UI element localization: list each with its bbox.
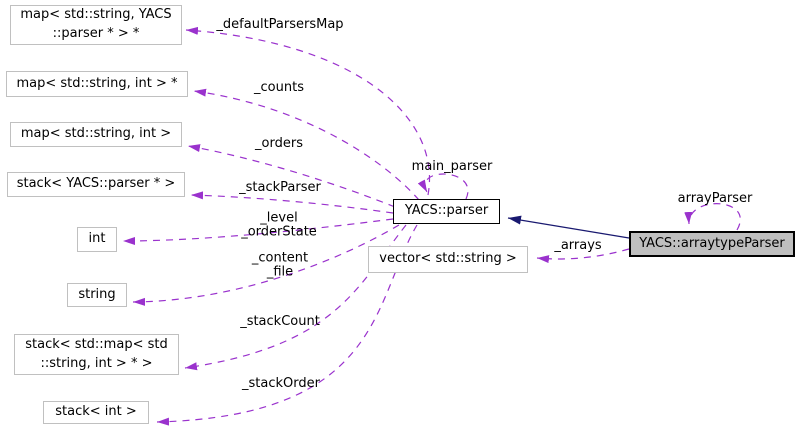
node-int[interactable]: int [77, 227, 117, 252]
edge-label-default-parsers-map: _defaultParsersMap [216, 17, 344, 33]
edge-label-arrays: _arrays [554, 238, 602, 254]
edge-content-file [132, 224, 400, 306]
node-stack-std-map[interactable]: stack< std::map< std ::string, int > * > [14, 334, 179, 375]
edge-array-parser-loop [684, 203, 741, 231]
edge-label-stack-order: _stackOrder [242, 376, 320, 392]
edge-default-parsers-map [185, 26, 430, 196]
node-yacs-parser[interactable]: YACS::parser [393, 199, 500, 224]
edge-label-stack-parser: _stackParser [239, 180, 321, 196]
edge-orders [187, 144, 396, 208]
edge-arrays [536, 248, 630, 264]
node-map-std-string-yacs-parser[interactable]: map< std::string, YACS ::parser * > * [10, 5, 182, 45]
node-map-std-string-int[interactable]: map< std::string, int > [10, 122, 182, 147]
node-vector-std-string[interactable]: vector< std::string > [368, 246, 528, 273]
node-stack-yacs-parser[interactable]: stack< YACS::parser * > [7, 172, 185, 197]
node-yacs-arraytypeparser[interactable]: YACS::arraytypeParser [629, 231, 795, 257]
edge-stack-order [156, 224, 418, 426]
edge-label-level-order-state: _level _orderState [241, 210, 317, 239]
edge-label-main-parser: main_parser [411, 159, 493, 175]
node-string[interactable]: string [67, 283, 127, 307]
node-stack-int[interactable]: stack< int > [43, 401, 149, 424]
edge-label-array-parser: arrayParser [677, 191, 753, 207]
edge-level-order-state [122, 218, 394, 245]
edge-main-parser-loop [417, 173, 469, 200]
edge-label-counts: _counts [254, 80, 304, 96]
edge-counts [193, 88, 420, 201]
edge-label-content-file: _content _file [251, 250, 309, 279]
edge-label-stack-count: _stackCount [240, 314, 320, 330]
edge-label-orders: _orders [255, 136, 303, 152]
node-map-std-string-int-ptr[interactable]: map< std::string, int > * [6, 71, 188, 97]
edge-inheritance [507, 215, 630, 239]
